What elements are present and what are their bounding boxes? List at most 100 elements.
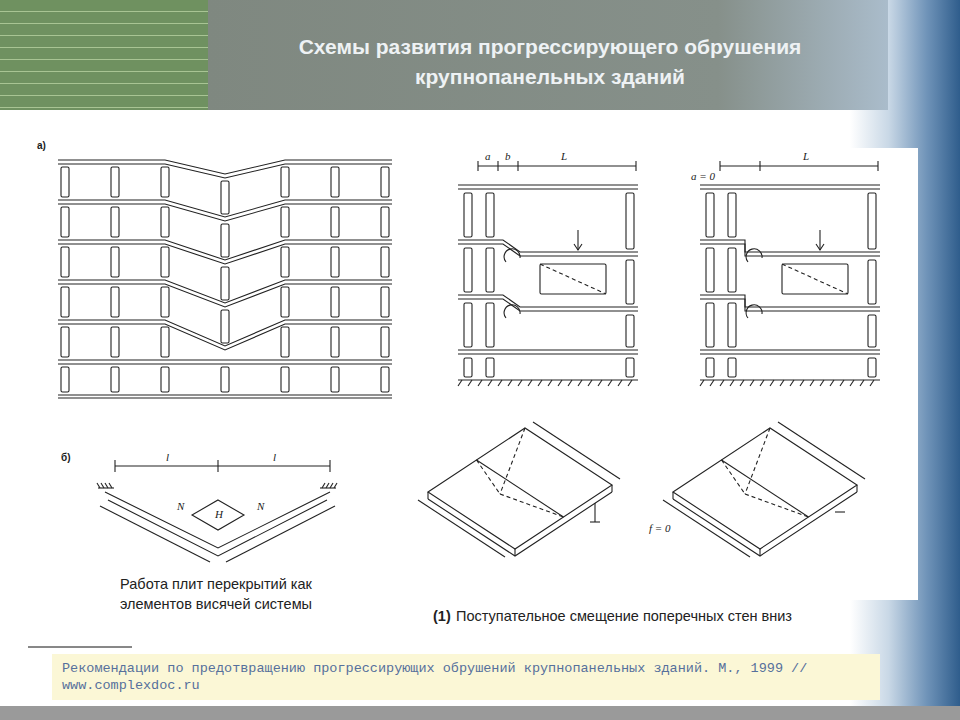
ground-hatch [810, 380, 814, 386]
displaced-slab [700, 240, 880, 252]
floor-slab [58, 324, 392, 350]
floor-slab [58, 244, 392, 264]
floor-slab [700, 353, 880, 354]
dimension-tick [877, 161, 878, 171]
moment-arrow [504, 249, 520, 262]
force-arrow [819, 230, 820, 250]
wall-panel [221, 310, 229, 343]
deflection-arrow [594, 503, 595, 522]
wall-panel [281, 287, 289, 317]
wall-panel [706, 248, 714, 292]
footnote-box: Рекомендации по предотвращению прогресси… [52, 654, 880, 700]
wall-panel [161, 367, 169, 392]
dimension-label: L [560, 150, 568, 163]
wall-panel [626, 260, 634, 304]
dimension-tick [114, 460, 115, 472]
wall-panel [626, 193, 634, 249]
displaced-slab [458, 240, 638, 252]
displaced-panel [782, 264, 848, 294]
ground-hatch [608, 380, 612, 386]
slab-edge [672, 492, 673, 499]
ground-hatch [628, 380, 632, 386]
ground-hatch [850, 380, 854, 386]
ground-hatch [538, 380, 542, 386]
ground-hatch [458, 380, 462, 386]
displaced-slab [700, 299, 880, 311]
figure-letter: б) [60, 452, 72, 464]
ground-hatch [740, 380, 744, 386]
floor-slab [700, 184, 880, 185]
ground-hatch [578, 380, 582, 386]
force-diamond [192, 500, 244, 530]
moment-arrow [746, 249, 762, 262]
ground-hatch [528, 380, 532, 386]
wall-panel [381, 327, 389, 357]
wall-panel [626, 358, 634, 377]
ground-hatch [830, 380, 834, 386]
floor-slab [700, 349, 880, 350]
support-hatch [105, 483, 108, 488]
ground-line [58, 397, 392, 398]
wall-panel [464, 193, 472, 237]
wall-panel [868, 193, 876, 249]
support-hatch [330, 483, 333, 488]
wall-panel [61, 287, 69, 317]
ground-hatch [870, 380, 874, 386]
dimension-line [115, 465, 330, 466]
wall-panel [281, 327, 289, 357]
floor-slab [58, 359, 392, 360]
dimension-label: L [802, 150, 810, 163]
ground-hatch [800, 380, 804, 386]
dimension-label: a [484, 150, 492, 163]
force-label: N [176, 500, 185, 513]
wall-panel [221, 267, 229, 300]
ground-hatch [750, 380, 754, 386]
wall-panel [728, 248, 736, 292]
footnote-rule [28, 647, 132, 648]
wall-panel [221, 367, 229, 392]
wall-panel [111, 207, 119, 237]
displaced-slab [700, 244, 880, 256]
fold-line [477, 460, 564, 517]
support-hatch [334, 483, 337, 488]
footnote-text: Рекомендации по предотвращению прогресси… [62, 660, 870, 694]
wall-panel [331, 167, 339, 197]
arrow-head [816, 244, 824, 250]
dimension-line [663, 500, 750, 557]
fold-dashed [477, 460, 501, 494]
fold-dashed [722, 460, 746, 494]
dimension-tick [329, 460, 330, 472]
wall-panel [281, 247, 289, 277]
dimension-tick [477, 161, 478, 171]
panel-diagonal [782, 264, 848, 294]
wall-panel [706, 358, 714, 377]
wall-panel [868, 315, 876, 347]
wall-panel [111, 367, 119, 392]
moment-arrow [504, 305, 520, 318]
slab-edge [514, 549, 515, 556]
wall-panel [161, 167, 169, 197]
slab-edge [611, 485, 612, 492]
fold-dashed [745, 428, 770, 494]
wall-panel [626, 315, 634, 347]
ground-hatch [498, 380, 502, 386]
ground-hatch [840, 380, 844, 386]
dimension-tick [759, 161, 760, 171]
wall-panel [111, 247, 119, 277]
wall-panel [706, 193, 714, 237]
floor-slab [458, 184, 638, 185]
hanging-slab [108, 500, 327, 556]
ground-hatch [568, 380, 572, 386]
fold-dashed [745, 494, 809, 517]
dimension-label: l [272, 451, 277, 464]
displaced-slab [458, 244, 638, 256]
wall-panel [61, 167, 69, 197]
wall-panel [486, 193, 494, 237]
dimension-tick [217, 460, 218, 472]
dimension-line [778, 422, 865, 479]
wall-panel [486, 248, 494, 292]
displaced-slab [700, 295, 880, 307]
dimension-label: b [504, 150, 512, 163]
slab-edge [427, 492, 428, 499]
